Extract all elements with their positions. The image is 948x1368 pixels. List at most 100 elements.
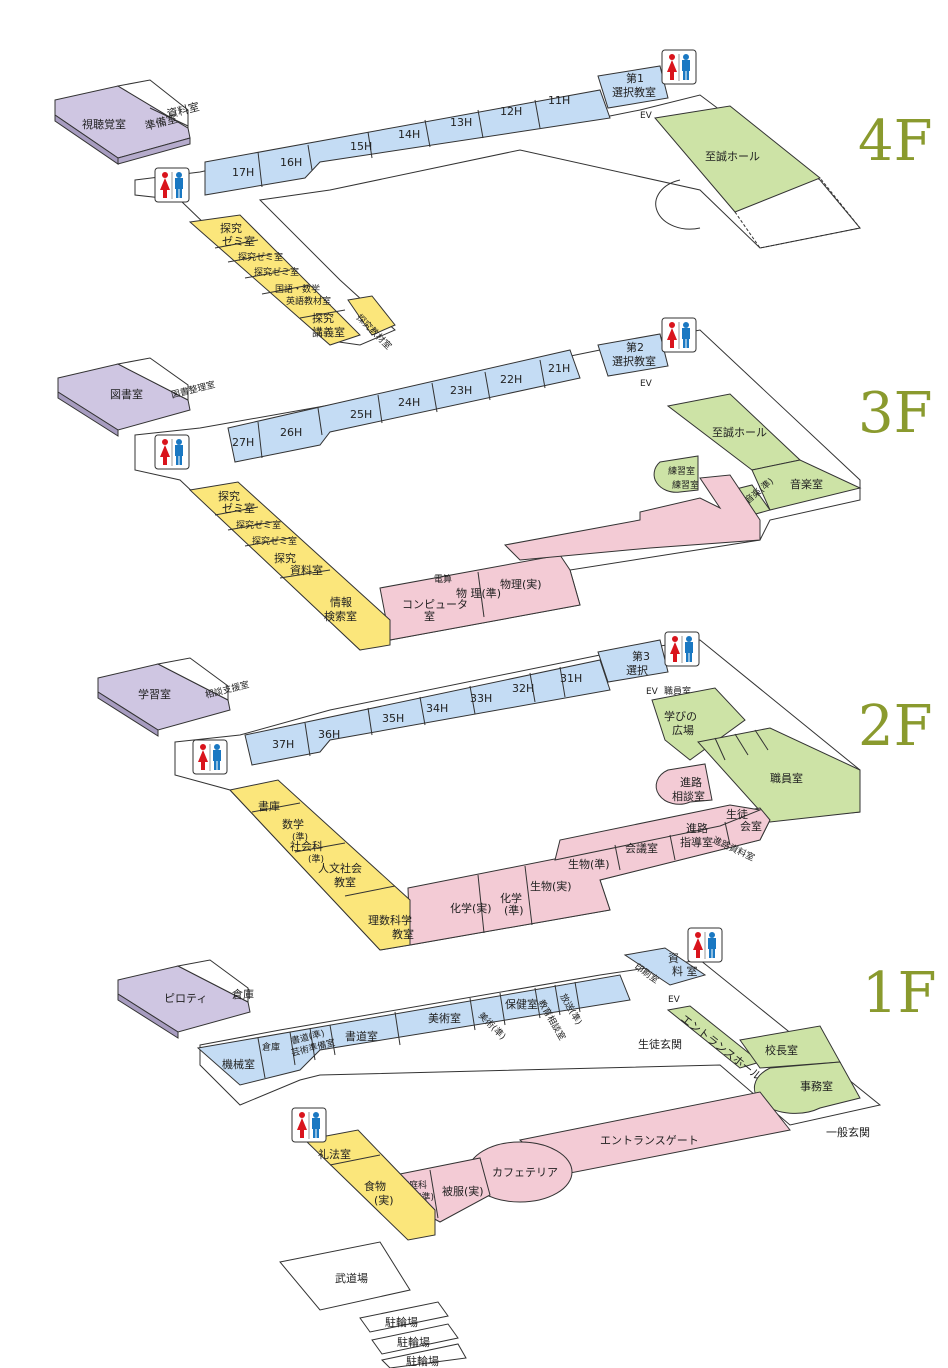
label: 33H <box>470 692 492 705</box>
label: 理数科学 <box>368 913 412 927</box>
label: 教室 <box>392 927 414 941</box>
wing-yellow-3f <box>188 481 391 651</box>
label: 14H <box>398 128 420 141</box>
label: (準) <box>292 831 308 843</box>
label: 音楽室 <box>790 477 823 491</box>
label: 物理(実) <box>500 577 542 591</box>
label: 会室 <box>740 819 762 833</box>
label: 資料室 <box>290 563 323 577</box>
label: 34H <box>426 702 448 715</box>
label: 21H <box>548 362 570 375</box>
floor-3f: 図書室 図書整理室 27H 26H 25H 24H 23H 22H 21H 第2… <box>57 317 932 651</box>
label: 27H <box>232 436 254 449</box>
label: エントランスゲート <box>600 1134 699 1147</box>
label: 選択教室 <box>612 354 656 368</box>
label: 書庫 <box>258 799 280 813</box>
floor-label-3f: 3F <box>858 381 932 446</box>
label: 書道室 <box>345 1029 378 1043</box>
label: 探究ゼミ室 <box>238 251 283 263</box>
floor-label-2f: 2F <box>858 694 932 759</box>
label: 第2 <box>626 340 644 354</box>
label: 国語・数学 <box>275 283 320 295</box>
label: ゼミ室 <box>222 501 255 515</box>
label: 機械室 <box>222 1057 255 1071</box>
floor-label-4f: 4F <box>858 109 932 174</box>
label: 探究ゼミ室 <box>236 519 281 531</box>
label: 社会科 <box>290 839 323 853</box>
label: 11H <box>548 94 570 107</box>
label: 視聴覚室 <box>82 117 126 131</box>
label: 23H <box>450 384 472 397</box>
label: 駐輪場 <box>385 1315 418 1329</box>
label: 武道場 <box>335 1271 368 1285</box>
wing-yellow-1f <box>303 1129 436 1241</box>
classrooms-4f <box>204 89 611 196</box>
label: 美術室 <box>428 1011 461 1025</box>
label: 生徒 <box>726 807 748 821</box>
label: (実) <box>374 1193 394 1207</box>
label: 22H <box>500 373 522 386</box>
label: ピロティ <box>164 992 207 1005</box>
label: 一般玄関 <box>826 1125 870 1139</box>
label: EV <box>640 379 653 389</box>
label: ゼミ室 <box>222 234 255 248</box>
label: 広場 <box>672 724 694 737</box>
wing-yellow-2f <box>229 779 411 951</box>
label: 32H <box>512 682 534 695</box>
label: 図書室 <box>110 387 143 401</box>
label: 16H <box>280 156 302 169</box>
label: 探究 <box>312 311 334 325</box>
label: 探究 <box>274 551 296 565</box>
label: 職員室 <box>770 771 803 785</box>
label: 37H <box>272 738 294 751</box>
label: 至誠ホール <box>712 426 767 439</box>
floor-2f: 学習室 相談支援室 37H 36H 35H 34H 33H 32H 31H 第3… <box>97 631 932 951</box>
label: 保健室 <box>505 997 538 1011</box>
label: 探究 <box>220 221 242 235</box>
label: 学習室 <box>138 687 171 701</box>
label: 食物 <box>364 1179 386 1193</box>
label: 練習室 <box>668 465 695 477</box>
label: 進路 <box>680 776 702 789</box>
label: 校長室 <box>765 1043 798 1057</box>
label: 選択 <box>626 663 648 677</box>
label: 選択教室 <box>612 85 656 99</box>
label: 13H <box>450 116 472 129</box>
label: 相談室 <box>672 789 705 803</box>
label: 生物(実) <box>530 879 572 893</box>
label: 英語教材室 <box>286 295 331 307</box>
label: 探究ゼミ室 <box>254 266 299 278</box>
label: 至誠ホール <box>705 150 760 163</box>
label: 36H <box>318 728 340 741</box>
label: 倉庫 <box>262 1041 280 1053</box>
floor-1f: ピロティ 倉庫 機械室 倉庫 書道(準) 芸術準備室 書道室 美術室 美術(準)… <box>117 927 936 1368</box>
floor-label-1f: 1F <box>862 961 936 1026</box>
label: 講義室 <box>312 325 345 339</box>
label: コンピュータ <box>402 598 468 611</box>
label: 事務室 <box>800 1079 833 1093</box>
label: 35H <box>382 712 404 725</box>
label: 物 理(準) <box>456 586 501 600</box>
label: 教室 <box>334 875 356 889</box>
label: 25H <box>350 408 372 421</box>
label: 人文社会 <box>318 861 362 875</box>
label: 26H <box>280 426 302 439</box>
label: EV <box>640 111 653 121</box>
label: EV <box>646 687 659 697</box>
label: 検索室 <box>324 609 357 623</box>
label: 17H <box>232 166 254 179</box>
label: 指導室 <box>680 835 713 849</box>
label: 化学 <box>500 891 522 905</box>
label: 第1 <box>626 71 644 85</box>
label: 24H <box>398 396 420 409</box>
label: 化学(実) <box>450 901 492 915</box>
label: (準) <box>308 853 324 865</box>
label: 探究 <box>218 489 240 503</box>
label: 室 <box>424 609 435 623</box>
label: 15H <box>350 140 372 153</box>
label: (準) <box>504 903 524 917</box>
label: カフェテリア <box>492 1166 558 1179</box>
wing-yellow-4f <box>188 214 361 346</box>
label: 12H <box>500 105 522 118</box>
label: 料 室 <box>672 964 698 978</box>
